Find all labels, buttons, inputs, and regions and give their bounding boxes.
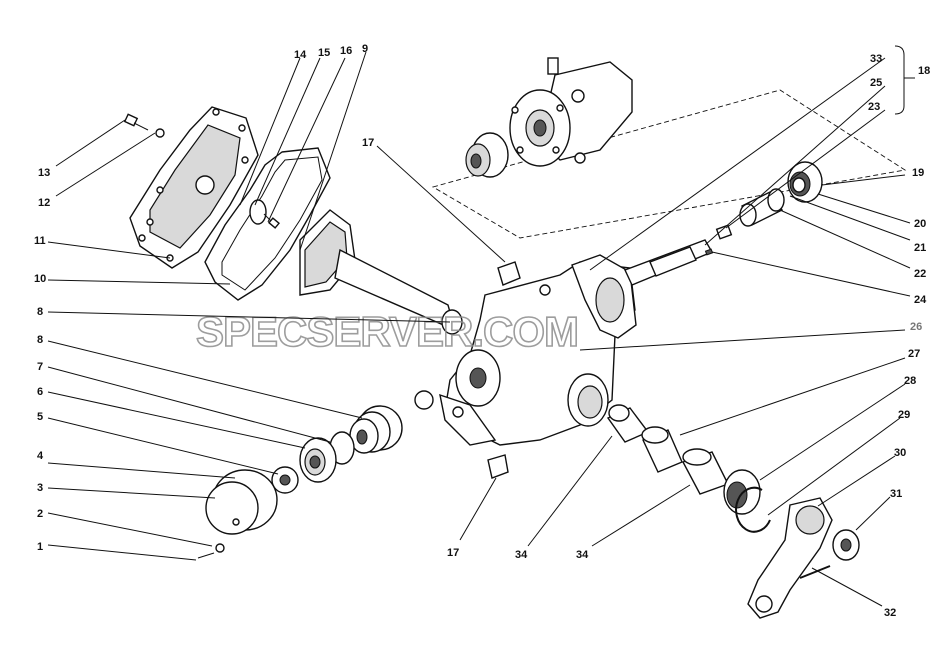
part-seal-ring bbox=[787, 161, 823, 203]
part-sector-shaft bbox=[299, 209, 463, 335]
callout-30: 30 bbox=[894, 447, 906, 459]
callout-23: 23 bbox=[868, 101, 880, 113]
callout-19: 19 bbox=[912, 167, 924, 179]
callout-9: 9 bbox=[362, 43, 368, 55]
part-retaining-ring bbox=[735, 486, 771, 533]
callout-17-bottom: 17 bbox=[447, 547, 459, 559]
callout-1: 1 bbox=[37, 541, 43, 553]
part-washer bbox=[155, 128, 165, 138]
exploded-view-outline bbox=[431, 89, 907, 239]
callout-34-left: 34 bbox=[515, 549, 528, 561]
part-ball bbox=[414, 390, 434, 410]
part-castle-nut bbox=[832, 529, 860, 561]
callout-12: 12 bbox=[38, 197, 50, 209]
part-plug-bottom bbox=[487, 454, 509, 479]
part-worm bbox=[349, 405, 403, 454]
part-bushing bbox=[739, 188, 785, 227]
callout-34-right: 34 bbox=[576, 549, 589, 561]
part-steering-housing bbox=[439, 254, 637, 446]
callout-16: 16 bbox=[340, 45, 352, 57]
part-end-cover bbox=[205, 469, 278, 535]
part-hydraulic-unit bbox=[509, 57, 633, 167]
callout-13: 13 bbox=[38, 167, 50, 179]
callout-8-upper: 8 bbox=[37, 306, 43, 318]
callout-17-top: 17 bbox=[362, 137, 374, 149]
part-pitman-arm bbox=[747, 497, 833, 619]
part-sleeve-small bbox=[715, 224, 733, 240]
part-gasket bbox=[204, 147, 331, 301]
part-adjust-screw bbox=[249, 199, 280, 229]
callout-6: 6 bbox=[37, 386, 43, 398]
callout-26: 26 bbox=[910, 321, 922, 333]
callout-7: 7 bbox=[37, 361, 43, 373]
callout-22: 22 bbox=[914, 268, 926, 280]
callout-14: 14 bbox=[294, 49, 307, 61]
callout-24: 24 bbox=[914, 294, 927, 306]
callout-31: 31 bbox=[890, 488, 902, 500]
callout-18: 18 bbox=[918, 65, 930, 77]
part-seal-cup bbox=[465, 132, 509, 178]
callout-labels: 1 2 3 4 5 6 7 8 8 9 10 11 12 13 14 15 16… bbox=[34, 43, 930, 619]
part-key bbox=[704, 248, 714, 256]
leader-lines bbox=[47, 45, 915, 607]
part-side-cover bbox=[129, 106, 259, 269]
callout-28: 28 bbox=[904, 375, 916, 387]
callout-29: 29 bbox=[898, 409, 910, 421]
callout-10: 10 bbox=[34, 273, 46, 285]
callout-32: 32 bbox=[884, 607, 896, 619]
part-bolt bbox=[123, 113, 149, 131]
callout-27: 27 bbox=[908, 348, 920, 360]
callout-2: 2 bbox=[37, 508, 43, 520]
callout-5: 5 bbox=[37, 411, 43, 423]
callout-25: 25 bbox=[870, 77, 882, 89]
part-nut bbox=[271, 466, 299, 494]
callout-15: 15 bbox=[318, 47, 330, 59]
callout-4: 4 bbox=[37, 450, 44, 462]
part-washer-small bbox=[215, 543, 225, 553]
part-input-shaft bbox=[624, 239, 714, 286]
callout-11: 11 bbox=[34, 235, 46, 247]
callout-3: 3 bbox=[37, 482, 43, 494]
watermark: SPECSERVER.COM bbox=[196, 308, 578, 355]
callout-20: 20 bbox=[914, 218, 926, 230]
part-bearing bbox=[299, 431, 355, 483]
callout-21: 21 bbox=[914, 242, 926, 254]
part-plug-top bbox=[497, 261, 521, 286]
callout-8-lower: 8 bbox=[37, 334, 43, 346]
part-cotter-pin bbox=[799, 565, 831, 579]
callout-33: 33 bbox=[870, 53, 882, 65]
